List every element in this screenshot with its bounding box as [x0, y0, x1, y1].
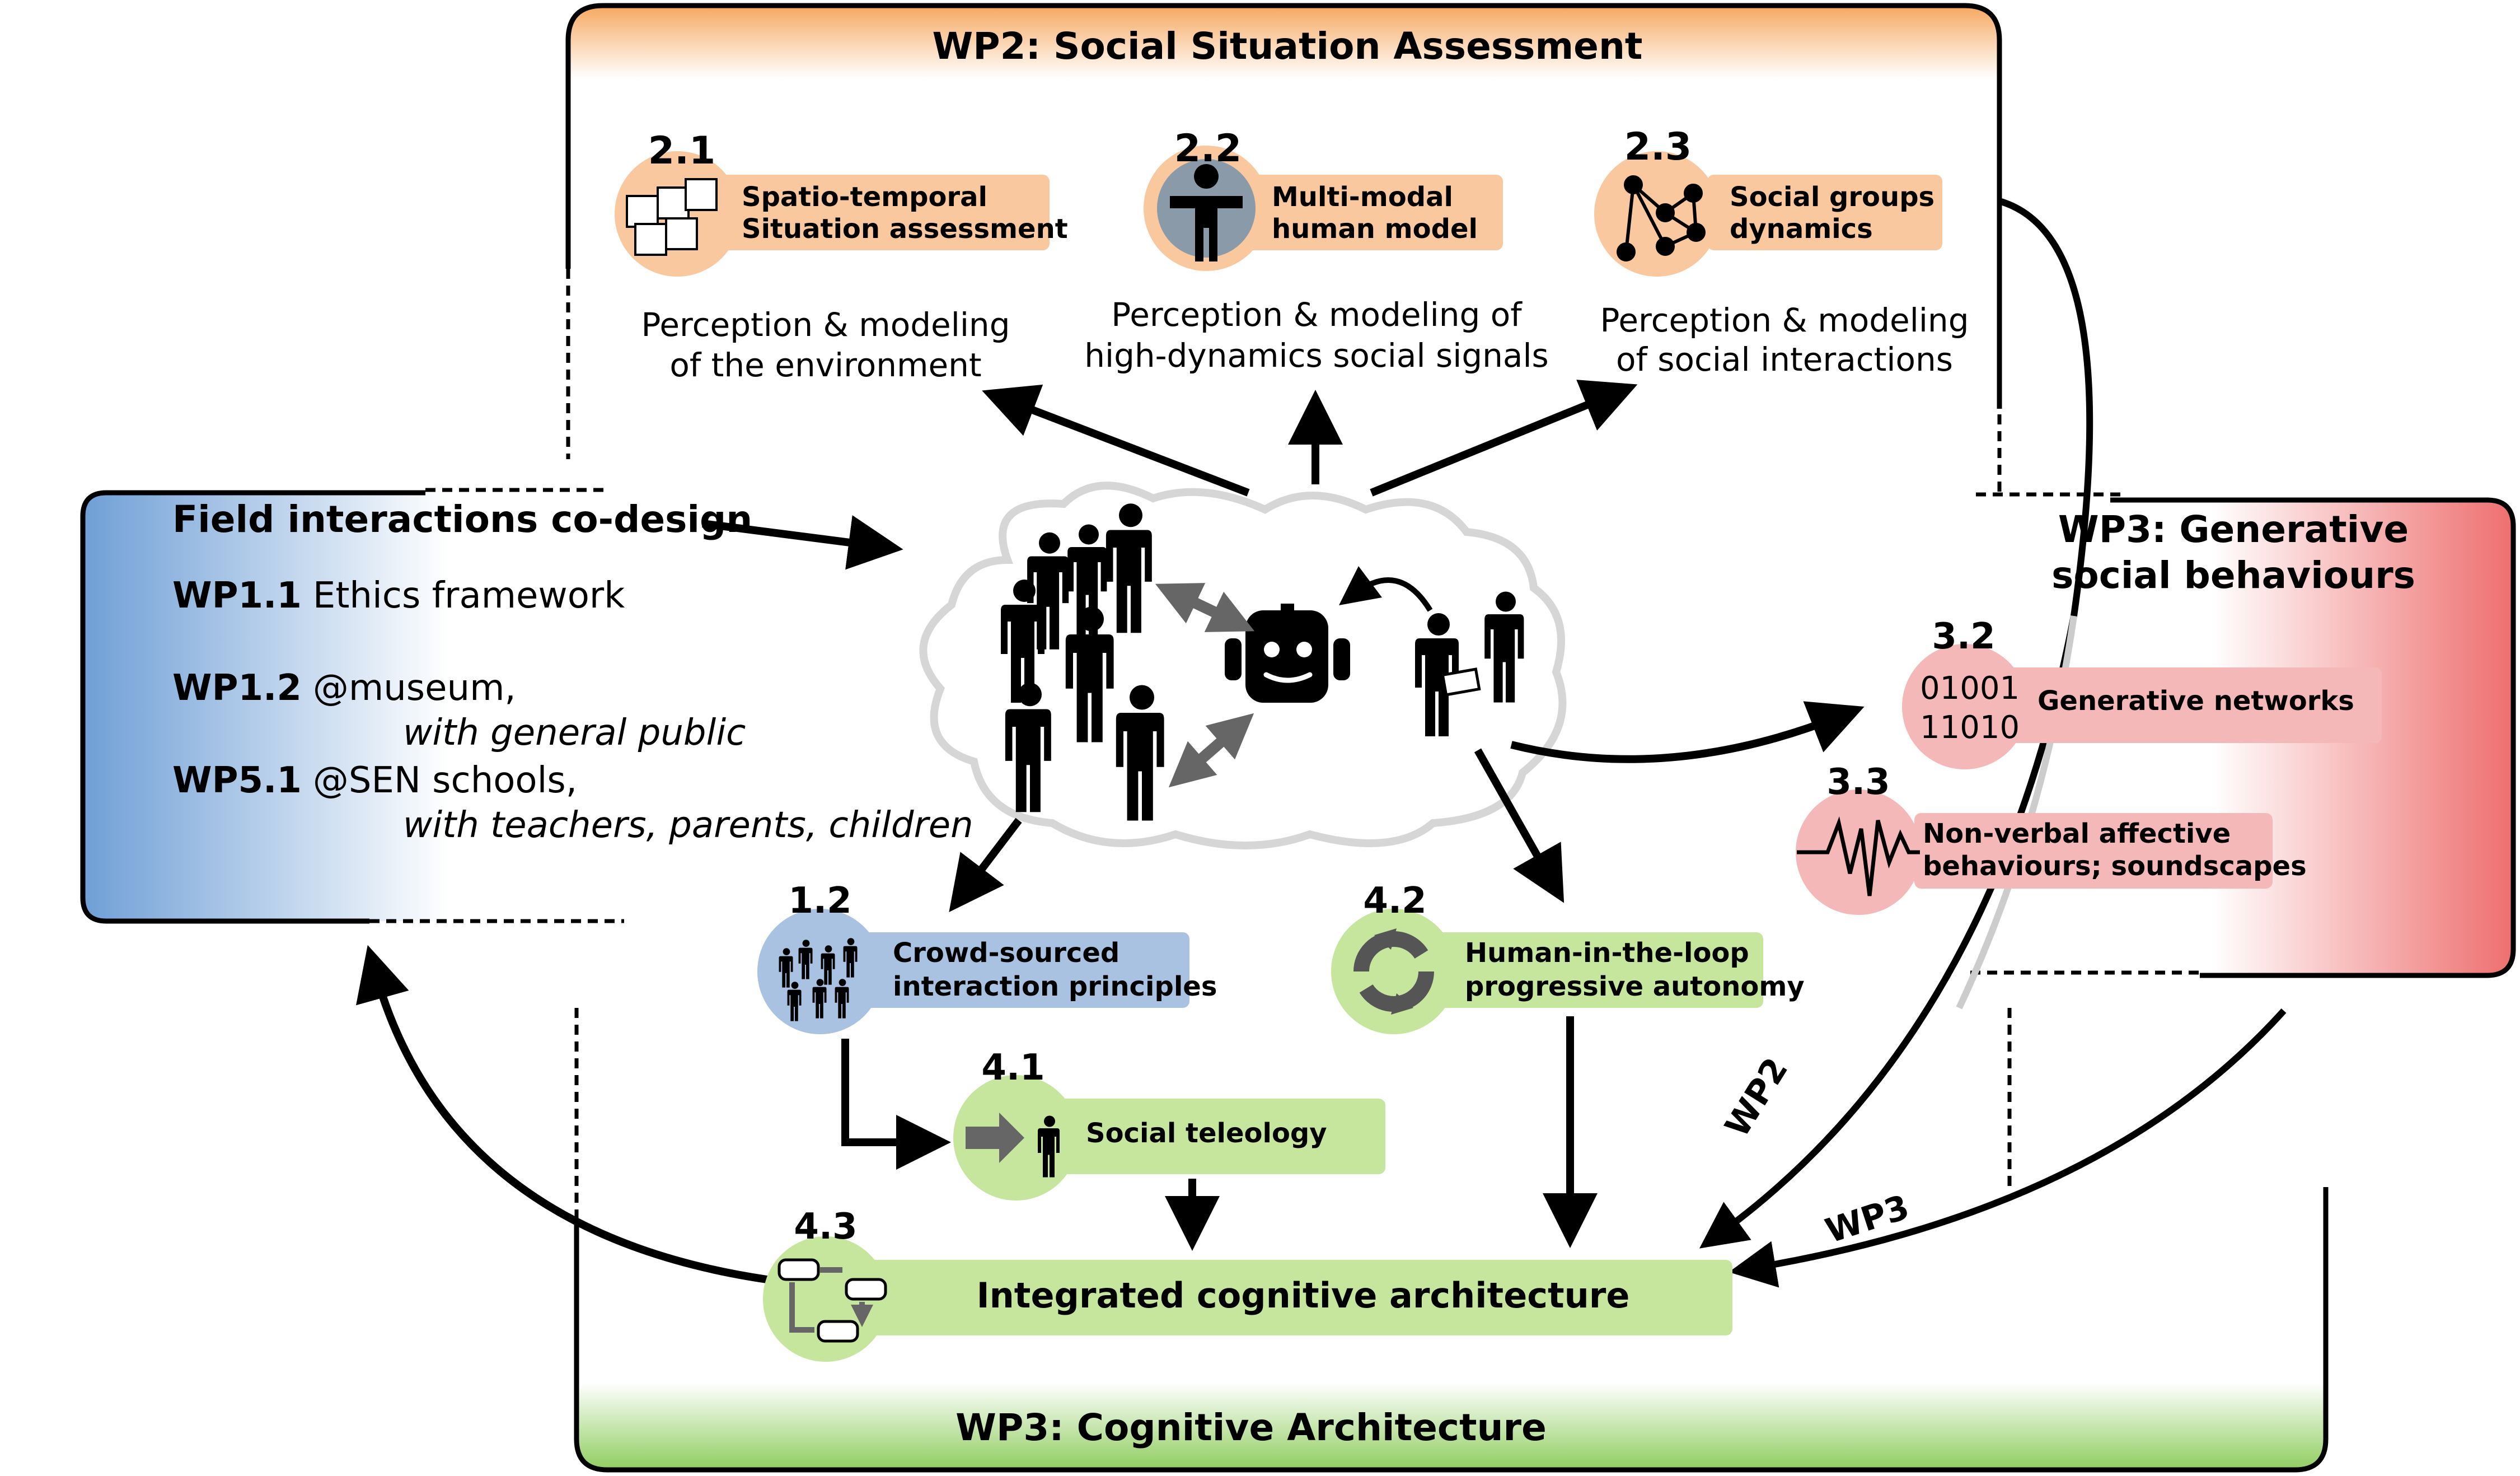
- item-2-3-label-2: dynamics: [1730, 213, 1873, 245]
- waveform-icon: [1797, 816, 1920, 896]
- arrow-label-wp2: WP2: [1717, 1051, 1796, 1144]
- item-1-2: 1.2 Crowd-sourced interaction principles: [757, 880, 1217, 1034]
- cubes-icon: [626, 178, 718, 256]
- cloud-arrows: [356, 380, 1865, 1283]
- item-4-3-num: 4.3: [794, 1206, 857, 1248]
- item-3-3-num: 3.3: [1826, 762, 1890, 803]
- item-4-1-label: Social teleology: [1086, 1118, 1327, 1149]
- item-2-2-num: 2.2: [1174, 127, 1242, 171]
- flowchart-icon: [777, 1258, 887, 1343]
- item-4-1-num: 4.1: [981, 1047, 1044, 1089]
- item-4-2-label-2: progressive autonomy: [1465, 971, 1805, 1002]
- item-2-2: 2.2 Multi-modal human model Perception &…: [1084, 127, 1549, 375]
- item-4-2: 4.2 Human-in-the-loop progressive autono…: [1331, 880, 1805, 1034]
- operator-to-robot-arrow: [1338, 566, 1433, 612]
- wp1-line-2: WP1.2@museum,: [172, 667, 516, 709]
- wp1-line-3-sub: with teachers, parents, children: [403, 805, 973, 846]
- cycle-icon: [1353, 928, 1434, 1015]
- item-1-2-num: 1.2: [788, 880, 851, 922]
- item-3-2: 3.2 01001 11010 Generative networks: [1902, 616, 2382, 769]
- item-3-2-code-1: 01001: [1920, 670, 2020, 707]
- item-2-2-label-2: human model: [1272, 213, 1478, 245]
- item-4-1: 4.1 Social teleology: [953, 1047, 1385, 1201]
- wp3-curve-arrow: [1729, 1008, 2287, 1288]
- item-3-2-label: Generative networks: [2037, 685, 2354, 717]
- item-1-2-label-1: Crowd-sourced: [893, 937, 1120, 969]
- item-2-1-label-1: Spatio-temporal: [742, 181, 987, 213]
- item-2-2-desc-2: high-dynamics social signals: [1084, 337, 1549, 375]
- item-2-1-num: 2.1: [648, 129, 715, 173]
- item-2-2-desc-1: Perception & modeling of: [1111, 296, 1523, 334]
- interaction-arrow-bottom: [1168, 713, 1254, 788]
- human-body-icon: [1157, 159, 1256, 261]
- item-4-3: 4.3 Integrated cognitive architecture: [763, 1206, 1732, 1362]
- wp3gen-title-2: social behaviours: [2051, 554, 2415, 597]
- robot-icon: [1225, 604, 1350, 703]
- item-2-3-num: 2.3: [1624, 125, 1692, 169]
- item-3-2-num: 3.2: [1932, 616, 1995, 657]
- wp2-frame: WP2: Social Situation Assessment: [565, 3, 2002, 493]
- wp3cog-title: WP3: Cognitive Architecture: [955, 1406, 1547, 1449]
- item-3-3-label-1: Non-verbal affective: [1923, 818, 2231, 849]
- arrow-person-icon: [966, 1113, 1060, 1178]
- item-4-2-num: 4.2: [1363, 880, 1426, 922]
- wp3cog-frame: WP3: Cognitive Architecture: [574, 1008, 2329, 1473]
- item-2-3-desc-1: Perception & modeling: [1600, 301, 1969, 339]
- item-1-2-label-2: interaction principles: [893, 971, 1217, 1002]
- wp3gen-title-1: WP3: Generative: [2058, 508, 2409, 551]
- item-4-3-label: Integrated cognitive architecture: [977, 1275, 1630, 1316]
- wp1-line-3: WP5.1@SEN schools,: [172, 760, 577, 801]
- item-4-2-label-1: Human-in-the-loop: [1465, 937, 1749, 969]
- wp1-title: Field interactions co-design: [172, 498, 752, 541]
- operator-people-icon: [1415, 591, 1524, 736]
- wp2-title: WP2: Social Situation Assessment: [933, 25, 1643, 68]
- item-3-2-code-2: 11010: [1920, 709, 2020, 746]
- item-3-3-label-2: behaviours; soundscapes: [1923, 851, 2307, 882]
- item-2-1-desc-1: Perception & modeling: [641, 306, 1010, 344]
- interaction-arrow-top: [1155, 583, 1255, 632]
- item-2-3: 2.3 Social groups dynamics Perception & …: [1594, 125, 1969, 379]
- item-2-3-desc-2: of social interactions: [1616, 340, 1953, 379]
- network-icon: [1617, 175, 1706, 261]
- wp1-line-2-sub: with general public: [403, 712, 746, 754]
- item-2-1: 2.1 Spatio-temporal Situation assessment…: [615, 129, 1068, 384]
- item-2-1-label-2: Situation assessment: [742, 213, 1068, 245]
- item-2-3-label-1: Social groups: [1730, 181, 1935, 213]
- item-2-1-desc-2: of the environment: [669, 346, 981, 384]
- item-2-2-label-1: Multi-modal: [1272, 181, 1453, 213]
- item-3-3: 3.3 Non-verbal affective behaviours; sou…: [1796, 762, 2307, 915]
